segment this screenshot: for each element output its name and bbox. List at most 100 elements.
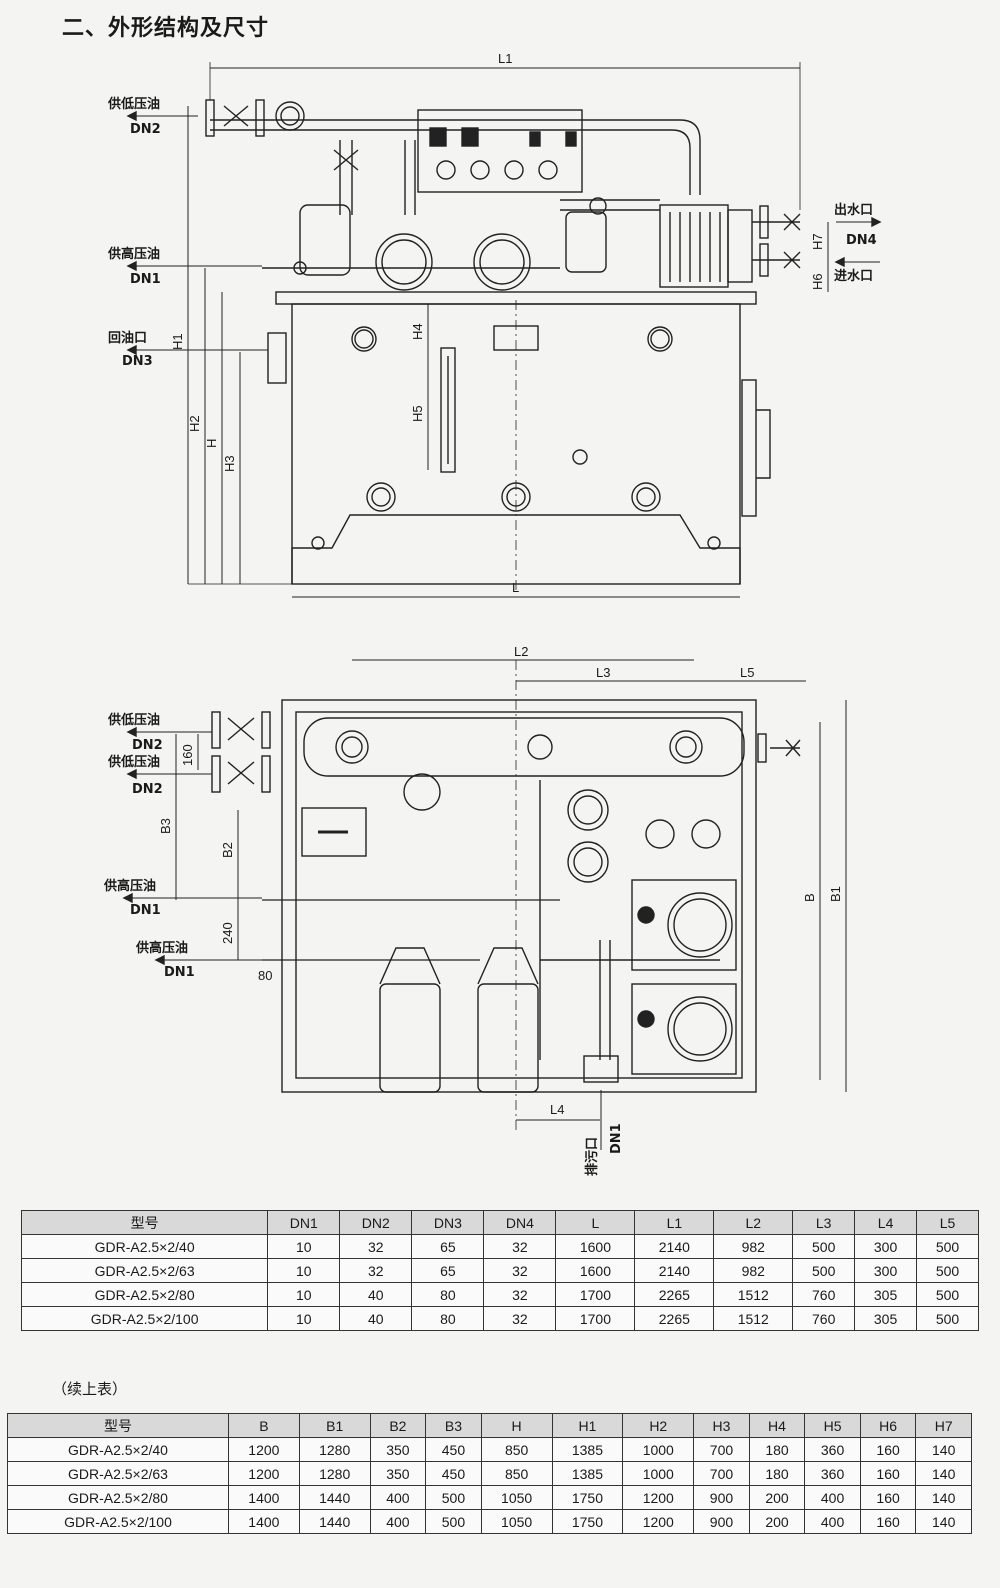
label-low-pressure-supply-1: 供低压油 xyxy=(107,712,160,728)
table-cell: 850 xyxy=(480,1437,553,1462)
table-cell: GDR-A2.5×2/80 xyxy=(20,1282,269,1307)
table-cell: 160 xyxy=(859,1461,917,1486)
table-cell: 1200 xyxy=(622,1509,695,1534)
table-cell: 40 xyxy=(339,1306,413,1331)
valve-icon xyxy=(783,213,801,231)
table-header: DN4 xyxy=(483,1210,557,1235)
table-cell: GDR-A2.5×2/80 xyxy=(7,1485,229,1510)
dim-H4: H4 xyxy=(410,323,425,340)
table-header: DN3 xyxy=(411,1210,485,1235)
table-cell: 140 xyxy=(915,1485,972,1510)
label-dn1: DN1 xyxy=(130,272,161,287)
label-water-out: 出水口 xyxy=(834,202,873,218)
table-cell: 305 xyxy=(854,1306,918,1331)
table-cell: 982 xyxy=(713,1234,794,1259)
table-cell: GDR-A2.5×2/63 xyxy=(20,1258,269,1283)
table-cell: 450 xyxy=(425,1437,482,1462)
side-handle xyxy=(756,409,771,479)
dim-B2: B2 xyxy=(220,842,235,858)
table-header: H4 xyxy=(748,1413,806,1438)
table-cell: 1000 xyxy=(622,1437,695,1462)
instrument-panel xyxy=(417,109,583,193)
table-cell: 1385 xyxy=(551,1437,624,1462)
table-cell: 1600 xyxy=(555,1234,636,1259)
label-dn4: DN4 xyxy=(846,233,877,248)
table-cell: 350 xyxy=(369,1461,427,1486)
table-cell: GDR-A2.5×2/40 xyxy=(20,1234,269,1259)
table-cell: 1200 xyxy=(227,1461,300,1486)
table-cell: 500 xyxy=(792,1258,856,1283)
table-cell: 2265 xyxy=(634,1282,715,1307)
dim-B1: B1 xyxy=(828,886,843,902)
spec-table-1: 型号 DN1 DN2 DN3 DN4 L L1 L2 L3 L4 L5 GDR-… xyxy=(20,1210,979,1331)
table-cell: 900 xyxy=(693,1509,750,1534)
valve-icon xyxy=(227,761,255,785)
dim-L1: L1 xyxy=(498,51,512,66)
table-cell: 2265 xyxy=(634,1306,715,1331)
table-cell: 2140 xyxy=(634,1258,715,1283)
table-cell: GDR-A2.5×2/100 xyxy=(20,1306,269,1331)
return-port-flange xyxy=(267,332,287,384)
dim-160: 160 xyxy=(180,744,195,766)
table-cell: 400 xyxy=(369,1509,427,1534)
table-header: DN1 xyxy=(267,1210,341,1235)
label-low-pressure-supply: 供低压油 xyxy=(107,96,160,112)
label-dn1-1: DN1 xyxy=(130,903,161,918)
technical-drawing: L1 L H1 H2 H H3 H4 H5 H7 H6 供低压油 DN2 供高压… xyxy=(0,40,1000,1200)
dim-H3: H3 xyxy=(222,455,237,472)
header-pipe xyxy=(303,717,745,777)
table-cell: 300 xyxy=(854,1258,918,1283)
dim-H2: H2 xyxy=(187,415,202,432)
label-high-pressure-supply-2: 供高压油 xyxy=(135,940,188,956)
table-header: L2 xyxy=(713,1210,794,1235)
label-dn3: DN3 xyxy=(122,354,153,369)
table-cell: 1700 xyxy=(555,1282,636,1307)
continuation-note: （续上表） xyxy=(52,1380,128,1398)
table-cell: 500 xyxy=(792,1234,856,1259)
valve-icon xyxy=(333,149,359,171)
filter-housing xyxy=(299,204,351,276)
valve-icon xyxy=(227,717,255,741)
table-cell: 500 xyxy=(425,1509,482,1534)
table-header: H2 xyxy=(622,1413,695,1438)
table-cell: 140 xyxy=(915,1437,972,1462)
dim-L: L xyxy=(512,580,519,595)
table-cell: 140 xyxy=(915,1509,972,1534)
table-cell: 1385 xyxy=(551,1461,624,1486)
table-header-row: 型号 B B1 B2 B3 H H1 H2 H3 H4 H5 H6 H7 xyxy=(7,1413,972,1438)
table-header: L5 xyxy=(916,1210,979,1235)
valve-icon xyxy=(783,251,801,269)
table-cell: 2140 xyxy=(634,1234,715,1259)
front-view: L1 L H1 H2 H H3 H4 H5 H7 H6 供低压油 DN2 供高压… xyxy=(107,51,882,598)
table-cell: 32 xyxy=(483,1282,557,1307)
table-cell: 700 xyxy=(693,1437,750,1462)
table-cell: 400 xyxy=(804,1485,861,1510)
table-cell: 760 xyxy=(792,1282,856,1307)
dim-L5: L5 xyxy=(740,665,754,680)
table-header: H6 xyxy=(859,1413,917,1438)
table-cell: 1750 xyxy=(551,1485,624,1510)
table-header: L4 xyxy=(854,1210,918,1235)
table-cell: 1000 xyxy=(622,1461,695,1486)
table-header: H xyxy=(480,1413,553,1438)
valve-icon xyxy=(223,105,249,127)
pump-left xyxy=(375,233,433,291)
table-header: L1 xyxy=(634,1210,715,1235)
table-header: H3 xyxy=(693,1413,750,1438)
pressure-gauge-icon xyxy=(538,160,558,180)
table-cell: 65 xyxy=(411,1234,485,1259)
table-cell: 1200 xyxy=(227,1437,300,1462)
table-header: B xyxy=(227,1413,300,1438)
table-cell: 10 xyxy=(267,1306,341,1331)
table-cell: 1700 xyxy=(555,1306,636,1331)
dim-240: 240 xyxy=(220,922,235,944)
table-cell: 40 xyxy=(339,1282,413,1307)
table-cell: 982 xyxy=(713,1258,794,1283)
table-header: L3 xyxy=(792,1210,856,1235)
